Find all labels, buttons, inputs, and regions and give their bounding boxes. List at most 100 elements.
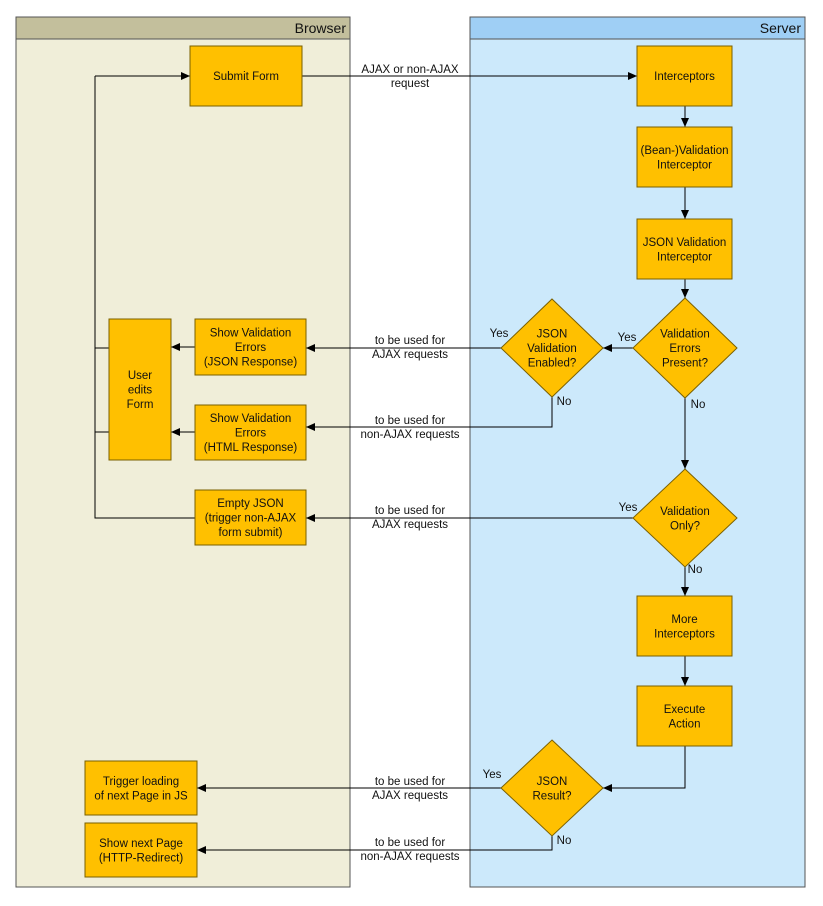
label-yes-errors-present: Yes [618,332,637,344]
node-json-validation-interceptor-label-line: JSON Validation [643,237,727,249]
node-execute-action-label-line: Execute [664,704,706,716]
browser-lane-header [15,16,351,40]
label-no-json-result: No [557,835,572,847]
node-bean-validation-interceptor-label-line: Interceptor [657,159,712,171]
node-more-interceptors-shape [636,595,733,657]
node-show-next-page-label-line: Show next Page [99,838,183,850]
node-user-edits-form-shape [108,318,172,461]
node-interceptors-label-line: Interceptors [654,71,715,83]
browser-lane-title: Browser [295,20,347,36]
node-execute-action-label-line: Action [669,718,701,730]
label-submit-request-line: AJAX or non-AJAX [361,64,458,76]
node-json-validation-enabled-label-line: JSON [537,329,568,341]
node-show-next-page-label: Show next Page (HTTP-Redirect) [99,838,184,865]
node-empty-json-label-line: Empty JSON [217,498,283,510]
label-result-nonajax-line: non-AJAX requests [360,851,459,863]
node-validation-errors-present-label-line: Present? [662,358,708,370]
node-bean-validation-interceptor-label-line: (Bean-)Validation [640,145,728,157]
node-interceptors-label: Interceptors [654,71,715,83]
label-json-errors-ajax-line: to be used for [375,335,445,347]
label-html-errors-nonajax-line: to be used for [375,415,445,427]
edge-enabled-no-to-show-html [306,397,553,431]
label-empty-json-ajax-line: to be used for [375,505,445,517]
node-user-edits-form-label-line: Form [127,399,154,411]
node-more-interceptors-label-line: More [671,614,697,626]
label-no-validation-only: No [688,564,703,576]
node-trigger-loading-label-line: of next Page in JS [94,790,188,802]
node-bean-validation-interceptor-shape [636,126,733,188]
node-empty-json-label-line: form submit) [219,527,283,539]
node-show-next-page-label-line: (HTTP-Redirect) [99,852,184,864]
node-trigger-loading-shape [84,760,198,816]
node-user-edits-form-label-line: User [128,370,152,382]
node-validation-only-shape [632,468,738,568]
label-empty-json-ajax-line: AJAX requests [372,519,448,531]
node-show-errors-json-label-line: Errors [235,342,267,354]
node-more-interceptors-label-line: Interceptors [654,628,715,640]
node-trigger-loading: Trigger loading of next Page in JS [84,760,198,816]
node-validation-only-label-line: Only? [670,520,700,532]
node-user-edits-form-label-line: edits [128,385,153,397]
label-no-errors-present: No [691,399,706,411]
node-validation-errors-present-shape [632,297,738,399]
label-yes-json-result: Yes [483,769,502,781]
node-submit-form-label: Submit Form [213,71,279,83]
node-interceptors-shape [636,45,733,107]
node-submit-form-shape [189,45,303,107]
node-json-validation-enabled-label-line: Validation [527,343,577,355]
edge-execute-to-json-result [603,746,686,792]
node-execute-action-shape [636,685,733,747]
node-show-errors-json-label-line: (JSON Response) [204,357,297,369]
node-json-validation-interceptor-shape [636,218,733,280]
node-trigger-loading-label: Trigger loading of next Page in JS [94,776,188,803]
node-json-validation-enabled-shape [500,298,604,398]
label-result-nonajax-line: to be used for [375,837,445,849]
node-json-result-label-line: JSON [537,776,568,788]
label-submit-request-line: request [391,78,430,90]
node-validation-errors-present-label-line: Validation [660,329,710,341]
label-html-errors-nonajax: to be used for non-AJAX requests [360,415,459,441]
node-show-errors-html-label-line: Errors [235,428,267,440]
node-validation-only-label-line: Validation [660,506,710,518]
node-show-errors-html-label-line: Show Validation [210,413,292,425]
node-trigger-loading-label-line: Trigger loading [103,776,179,788]
label-html-errors-nonajax-line: non-AJAX requests [360,429,459,441]
label-yes-validation-only: Yes [619,502,638,514]
label-result-ajax-line: AJAX requests [372,790,448,802]
node-json-result-shape [500,739,604,837]
node-show-next-page: Show next Page (HTTP-Redirect) [84,822,198,878]
server-lane-title: Server [760,20,802,36]
node-show-next-page-shape [84,822,198,878]
label-json-errors-ajax-line: AJAX requests [372,349,448,361]
label-submit-request: AJAX or non-AJAX request [361,64,458,90]
node-show-errors-json-shape [194,318,307,376]
node-show-errors-html-label-line: (HTML Response) [204,442,298,454]
label-yes-json-enabled: Yes [490,328,509,340]
label-result-ajax-line: to be used for [375,776,445,788]
node-show-errors-json-label-line: Show Validation [210,328,292,340]
node-empty-json-shape [194,489,307,546]
